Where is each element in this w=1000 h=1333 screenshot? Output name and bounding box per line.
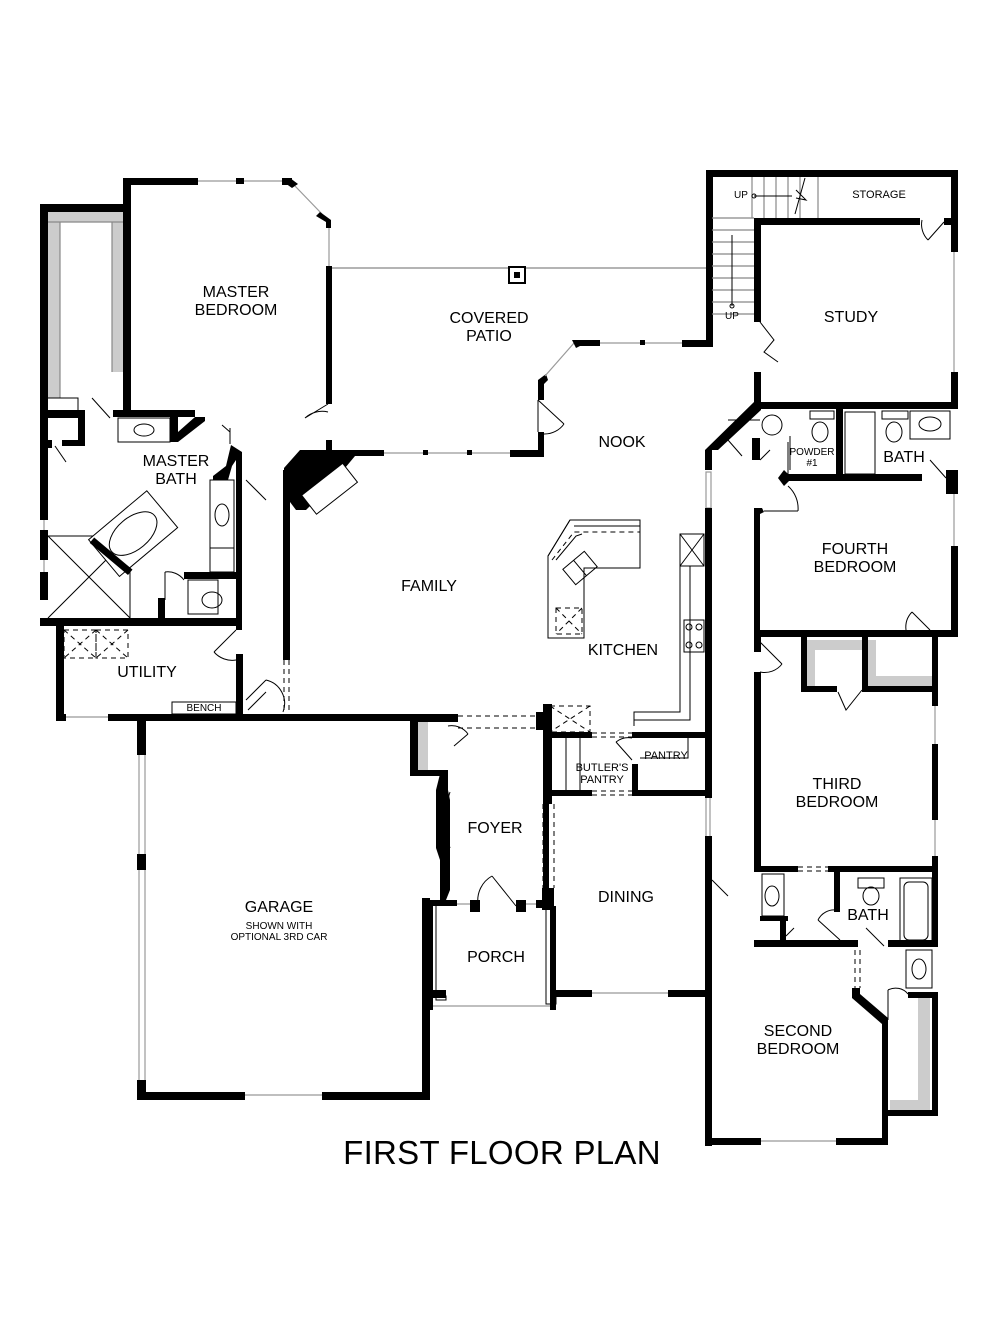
room-label-second-bedroom: SECOND BEDROOM bbox=[756, 1023, 840, 1058]
second-bedroom-walls bbox=[705, 1138, 888, 1145]
room-label-bath-upper: BATH bbox=[883, 449, 925, 466]
stairs-storage-study bbox=[706, 170, 958, 410]
kitchen-east-wall bbox=[705, 402, 791, 1146]
room-label-master-bath: MASTER BATH bbox=[142, 453, 210, 488]
room-label-utility: UTILITY bbox=[117, 664, 177, 681]
hall-walls bbox=[245, 470, 290, 713]
room-label-storage: STORAGE bbox=[852, 189, 906, 201]
room-label-kitchen: KITCHEN bbox=[587, 642, 659, 659]
bath-lower bbox=[754, 872, 938, 1142]
stair-up-label-bottom: UP bbox=[725, 311, 739, 322]
plan-title: FIRST FLOOR PLAN bbox=[343, 1134, 661, 1171]
room-label-foyer: FOYER bbox=[467, 820, 523, 837]
room-label-garage: GARAGE bbox=[244, 899, 314, 916]
third-bedroom-walls bbox=[754, 634, 938, 946]
room-label-powder: POWDER #1 bbox=[789, 447, 835, 470]
room-label-porch: PORCH bbox=[467, 949, 525, 966]
room-label-covered-patio: COVERED PATIO bbox=[449, 310, 529, 345]
kitchen-fixtures bbox=[547, 519, 705, 726]
room-label-third-bedroom: THIRD BEDROOM bbox=[795, 776, 879, 811]
room-label-nook: NOOK bbox=[598, 434, 646, 451]
room-label-fourth-bedroom: FOURTH BEDROOM bbox=[813, 541, 897, 576]
room-label-bench: BENCH bbox=[186, 703, 222, 714]
room-label-garage-note: SHOWN WITH OPTIONAL 3RD CAR bbox=[230, 921, 328, 944]
pantries bbox=[536, 704, 708, 804]
fireplace bbox=[284, 440, 384, 515]
utility-walls bbox=[56, 618, 248, 721]
dining-walls bbox=[556, 879, 729, 997]
room-label-bath-lower: BATH bbox=[847, 907, 889, 924]
room-label-master-bedroom: MASTER BEDROOM bbox=[194, 284, 278, 319]
master-closet bbox=[40, 180, 131, 520]
master-bath-walls bbox=[40, 397, 242, 630]
stair-up-label-top: UP bbox=[734, 190, 748, 201]
room-label-butlers-pantry: BUTLER'S PANTRY bbox=[575, 762, 629, 787]
powder-and-bath-upper bbox=[761, 409, 958, 636]
room-label-pantry: PANTRY bbox=[644, 750, 688, 762]
room-label-study: STUDY bbox=[823, 309, 879, 326]
room-label-dining: DINING bbox=[598, 889, 654, 906]
room-label-family: FAMILY bbox=[401, 578, 457, 595]
fourth-bedroom-walls bbox=[754, 485, 958, 637]
covered-patio bbox=[332, 170, 713, 457]
garage-walls bbox=[137, 717, 430, 1100]
